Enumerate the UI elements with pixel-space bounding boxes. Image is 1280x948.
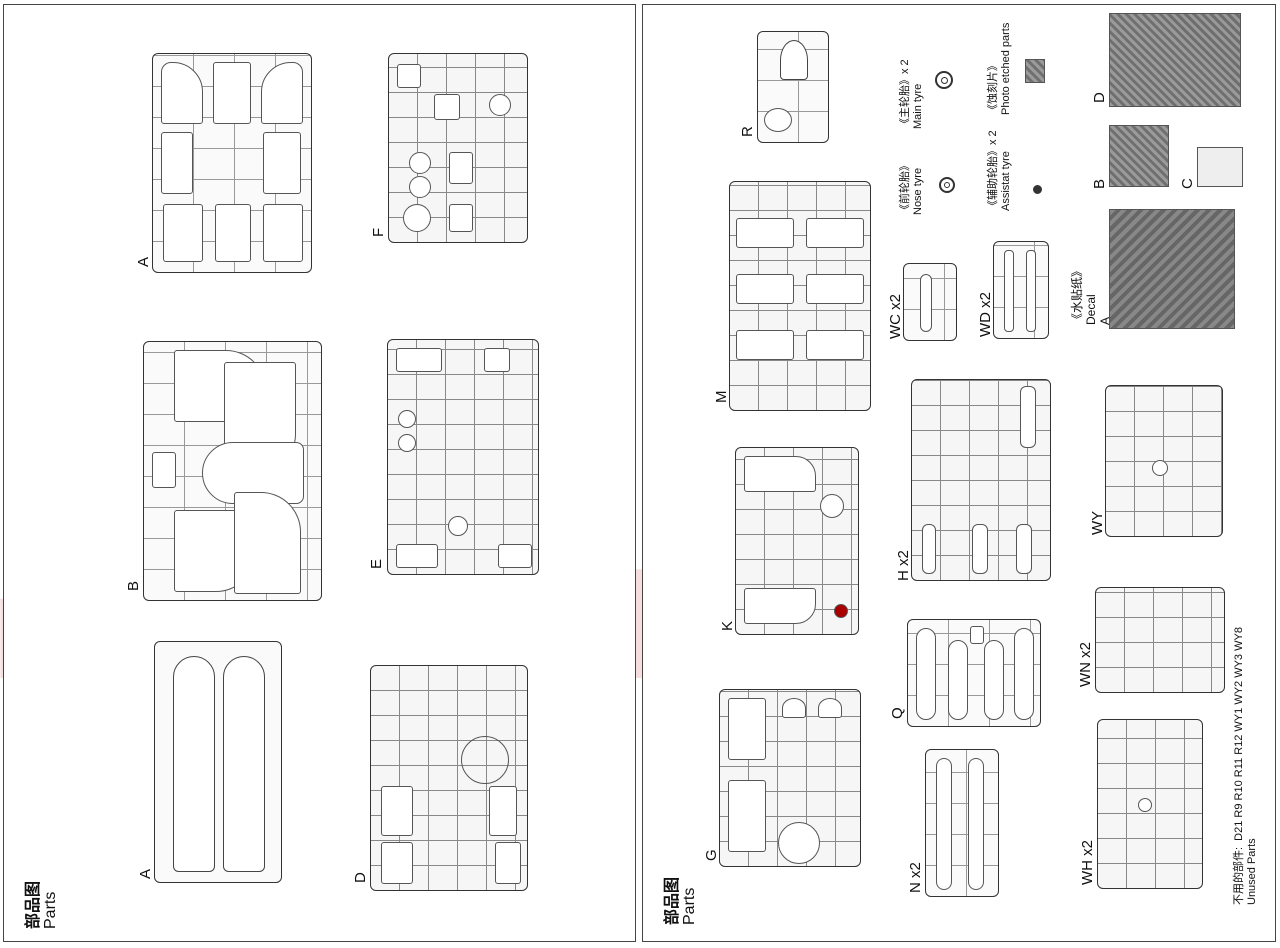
sprue-label-r: R <box>739 126 756 137</box>
sprue-a <box>154 641 282 883</box>
sprue-label-h: H x2 <box>895 550 912 581</box>
title-cn: 部品图 <box>25 880 42 929</box>
sprue-label-wy: WY <box>1089 510 1106 535</box>
sprue-label-m: M <box>713 390 730 404</box>
title-cn-right: 部品图 <box>664 876 681 925</box>
sprue-label-c: A <box>135 256 152 267</box>
nose-tyre-icon <box>939 177 955 193</box>
sprue-label-d: D <box>352 872 369 883</box>
pe-sheet-label-d: D <box>1091 92 1108 103</box>
sprue-label-e: E <box>368 558 385 569</box>
pe-sheet-d <box>1109 13 1241 107</box>
sprue-f <box>388 53 528 243</box>
sprue-r <box>757 31 829 143</box>
sprue-h <box>911 379 1051 581</box>
pe-sheet-c <box>1197 147 1243 187</box>
page-title-left: 部品图 Parts <box>25 880 60 929</box>
sprue-q <box>907 619 1041 727</box>
sprue-wy <box>1105 385 1223 537</box>
decal-sheet-a <box>1109 209 1235 329</box>
title-en: Parts <box>41 891 59 929</box>
assist-tyre-icon <box>1033 185 1042 194</box>
sprue-label-wn: WN x2 <box>1077 642 1094 687</box>
page-title-right: 部品图 Parts <box>664 876 699 925</box>
sprue-label-q: Q <box>889 707 906 719</box>
decal-label: 《水贴纸》 Decal A <box>1070 264 1112 325</box>
main-tyre-label: 《主轮胎》x 2 Main tyre <box>899 59 924 129</box>
sprue-label-n: N x2 <box>907 862 924 893</box>
left-page: A F B E A <box>3 4 636 942</box>
sprue-n <box>925 749 999 897</box>
sprue-label-a: A <box>137 868 154 879</box>
sprue-c <box>152 53 312 273</box>
photo-etched-icon <box>1025 59 1045 83</box>
pe-sheet-label-c: C <box>1179 178 1196 189</box>
sprue-g <box>719 689 861 867</box>
sprue-wh <box>1097 719 1203 889</box>
sprue-wd <box>993 241 1049 339</box>
sprue-label-g: G <box>703 849 720 861</box>
nose-tyre-label: 《前轮胎》 Nose tyre <box>899 160 924 215</box>
sprue-label-wc: WC x2 <box>887 294 904 339</box>
title-en-right: Parts <box>680 887 698 925</box>
sprue-wc <box>903 263 957 341</box>
main-tyre-icon <box>935 71 953 89</box>
sprue-wn <box>1095 587 1225 693</box>
sprue-label-f: F <box>370 227 387 237</box>
right-page: R 《主轮胎》x 2 Main tyre 《前轮胎》 Nose tyre 《蚀刻… <box>642 4 1276 942</box>
sprue-d <box>370 665 528 891</box>
sprue-m <box>729 181 871 411</box>
sprue-k <box>735 447 859 635</box>
pe-sheet-b <box>1109 125 1169 187</box>
photo-etched-label: 《蚀刻片》 Photo etched parts <box>987 22 1012 115</box>
sprue-label-b: B <box>125 580 142 591</box>
sprue-label-wd: WD x2 <box>977 292 994 337</box>
sprue-b <box>143 341 322 601</box>
sprue-label-k: K <box>719 620 736 631</box>
assist-tyre-label: 《辅助轮胎》x 2 Assistat tyre <box>987 130 1012 211</box>
sprue-label-wh: WH x2 <box>1079 840 1096 885</box>
sprue-e <box>387 339 539 575</box>
pe-sheet-label-b: B <box>1091 178 1108 189</box>
unused-parts-note: 不用的部件: D21 R9 R10 R11 R12 WY1 WY2 WY3 WY… <box>1233 627 1258 905</box>
